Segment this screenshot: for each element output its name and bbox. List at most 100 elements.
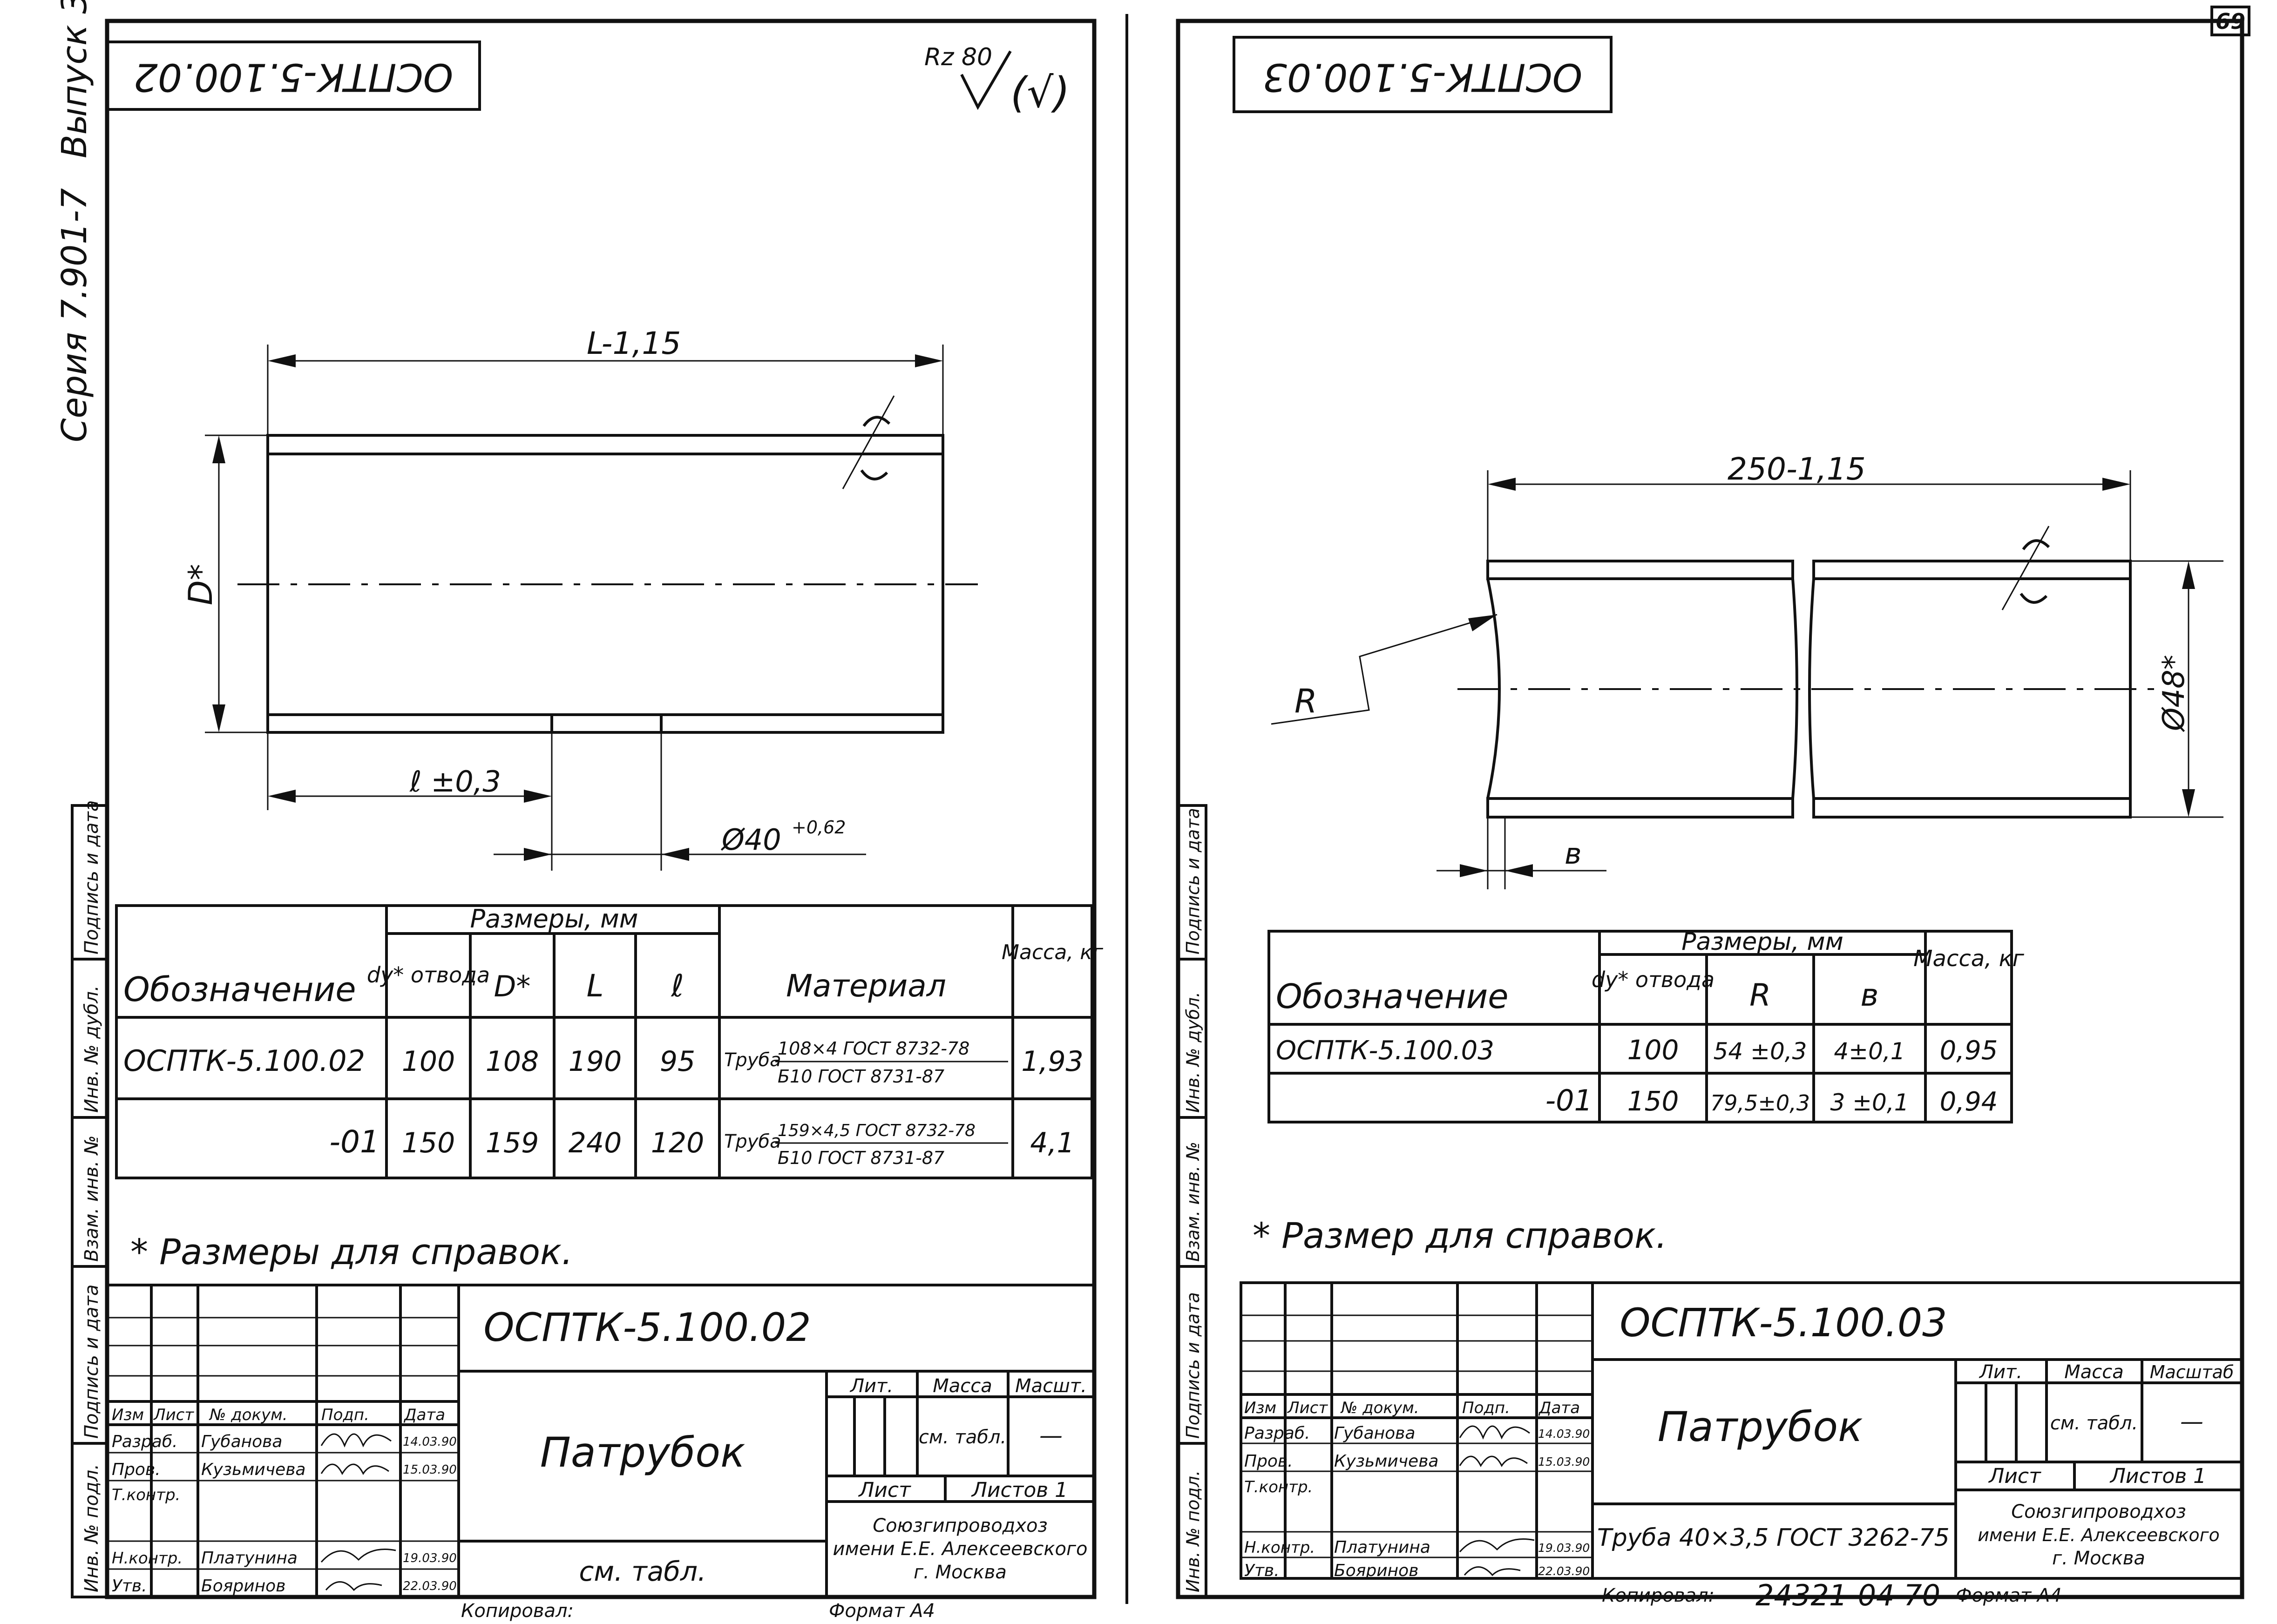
strip-label-r5: Инв. № подл. <box>1183 1470 1203 1592</box>
left-th-l: ℓ <box>671 968 684 1004</box>
left-th-name: Обозначение <box>123 970 356 1009</box>
left-row1-mat-bottom: Б10 ГОСТ 8731-87 <box>778 1066 944 1087</box>
signature-icon <box>1464 1566 1521 1577</box>
right-col-doc: № докум. <box>1340 1399 1419 1417</box>
left-title-block: Изм Лист № докум. Подп. Дата Разраб. Губ… <box>106 1284 1096 1598</box>
left-kopir: Копировал: <box>461 1600 574 1622</box>
left-date-3: 19.03.90 <box>403 1551 457 1565</box>
left-role-3: Н.контр. <box>112 1549 183 1568</box>
left-lit: Лит. <box>849 1375 893 1397</box>
roughness-paren: (√) <box>1010 68 1070 117</box>
signature-icon <box>320 1549 396 1563</box>
left-row2-name: -01 <box>329 1124 380 1160</box>
right-table: Размеры, мм Обозначение dy* отвода R в М… <box>1267 928 2025 1123</box>
right-name-3: Платунина <box>1334 1538 1430 1557</box>
right-th-dy: dy* отвода <box>1592 967 1715 992</box>
right-mass-val: см. табл. <box>2050 1413 2138 1434</box>
left-row1-L: 190 <box>569 1045 622 1078</box>
right-th-R: R <box>1749 977 1771 1013</box>
left-col-podp: Подп. <box>321 1406 369 1424</box>
right-row2-R: 79,5±0,3 <box>1710 1090 1810 1116</box>
page-number: 69 <box>2216 9 2245 34</box>
left-date-4: 22.03.90 <box>403 1579 457 1593</box>
left-row1-mass: 1,93 <box>1021 1045 1084 1078</box>
strip-label-r4: Подпись и дата <box>1183 1292 1203 1439</box>
left-row2-mat-prefix: Труба <box>724 1131 781 1152</box>
right-col-date: Дата <box>1538 1399 1580 1417</box>
dim-b-label: в <box>1565 837 1582 871</box>
left-role-0: Разраб. <box>112 1432 177 1451</box>
signature-icon <box>1459 1538 1535 1552</box>
dim-right-diameter-label: Ø48* <box>2157 655 2191 732</box>
right-col-podp: Подп. <box>1462 1399 1510 1417</box>
strip-label-1: Подпись и дата <box>81 800 102 954</box>
left-name-3: Платунина <box>201 1549 298 1568</box>
left-date-0: 14.03.90 <box>403 1435 457 1449</box>
right-date-1: 15.03.90 <box>1538 1455 1590 1468</box>
dim-ell: ℓ ±0,3 <box>267 732 553 871</box>
left-table: Размеры, мм Обозначение dy* отвода D* L … <box>115 904 1104 1179</box>
right-masht: Масштаб <box>2150 1362 2234 1382</box>
right-massa: Масса <box>2064 1361 2124 1383</box>
right-name-4: Бояринов <box>1334 1561 1418 1580</box>
dim-length: L-1,15 <box>267 325 944 435</box>
dim-hole: Ø40 +0,62 <box>494 732 866 871</box>
right-row1-R: 54 ±0,3 <box>1714 1038 1807 1065</box>
left-row2-mass: 4,1 <box>1030 1127 1074 1159</box>
right-role-1: Пров. <box>1244 1452 1293 1471</box>
signature-icon <box>325 1581 382 1591</box>
right-row2-mass: 0,94 <box>1940 1087 1998 1117</box>
right-note: * Размер для справок. <box>1253 1215 1667 1256</box>
left-org-2: имени Е.Е. Алексеевского <box>833 1538 1088 1560</box>
right-row2-dy: 150 <box>1627 1085 1679 1117</box>
right-date-4: 22.03.90 <box>1538 1564 1590 1578</box>
right-col-izm: Изм <box>1244 1399 1276 1417</box>
right-role-0: Разраб. <box>1244 1424 1310 1443</box>
right-date-3: 19.03.90 <box>1538 1541 1590 1555</box>
right-top-code-box <box>1233 36 1613 113</box>
left-side-strip: Подпись и дата Инв. № дубл. Взам. инв. №… <box>71 800 108 1598</box>
right-role-2: Т.контр. <box>1244 1478 1313 1496</box>
left-date-1: 15.03.90 <box>403 1463 457 1477</box>
left-row1-mat-prefix: Труба <box>724 1049 781 1071</box>
strip-label-5: Инв. № подл. <box>81 1464 102 1592</box>
left-row2-mat-top: 159×4,5 ГОСТ 8732-78 <box>778 1121 976 1140</box>
left-role-4: Утв. <box>112 1577 147 1596</box>
dim-diameter-label: D* <box>182 564 220 605</box>
right-row2-b: 3 ±0,1 <box>1830 1089 1909 1116</box>
dim-radius-label: R <box>1294 682 1317 720</box>
right-col-list: Лист <box>1287 1399 1328 1417</box>
left-massa: Масса <box>933 1375 992 1397</box>
left-th-dy: dy* отвода <box>367 962 490 988</box>
left-role-1: Пров. <box>112 1460 161 1479</box>
left-mass-val: см. табл. <box>919 1427 1006 1448</box>
roughness-param: Rz 80 <box>924 43 992 71</box>
left-th-mass: Масса, кг <box>1002 941 1104 964</box>
left-row2-l: 120 <box>651 1127 705 1159</box>
left-note: * Размеры для справок. <box>130 1231 573 1272</box>
left-top-code-box <box>106 41 481 111</box>
page-number-box <box>2210 6 2250 36</box>
strip-label-r1: Подпись и дата <box>1183 808 1203 954</box>
left-org-3: г. Москва <box>914 1562 1007 1583</box>
left-col-date: Дата <box>403 1406 445 1424</box>
right-th-b: в <box>1861 977 1879 1013</box>
left-org-1: Союзгипроводхоз <box>873 1515 1048 1536</box>
left-row1-name: ОСПТК-5.100.02 <box>123 1044 365 1078</box>
left-frame <box>105 19 1097 1599</box>
right-org-1: Союзгипроводхоз <box>2011 1501 2186 1522</box>
right-date-0: 14.03.90 <box>1538 1427 1590 1441</box>
right-kopir: Копировал: <box>1602 1585 1715 1606</box>
dim-right-length: 250-1,15 <box>1487 451 2131 561</box>
right-name-0: Губанова <box>1334 1424 1415 1443</box>
dim-radius: R <box>1271 614 1498 725</box>
left-stamp-material: см. табл. <box>579 1556 706 1587</box>
series-label: Серия 7.901-7 <box>54 188 95 442</box>
left-list: Лист <box>858 1478 911 1502</box>
dim-right-length-label: 250-1,15 <box>1728 451 1866 487</box>
dim-hole-label: Ø40 <box>720 823 781 857</box>
right-top-code: ОСПТК-5.100.03 <box>1263 55 1583 99</box>
right-row1-name: ОСПТК-5.100.03 <box>1276 1035 1494 1066</box>
dim-diameter: D* <box>182 434 268 733</box>
dim-length-label: L-1,15 <box>587 325 681 361</box>
